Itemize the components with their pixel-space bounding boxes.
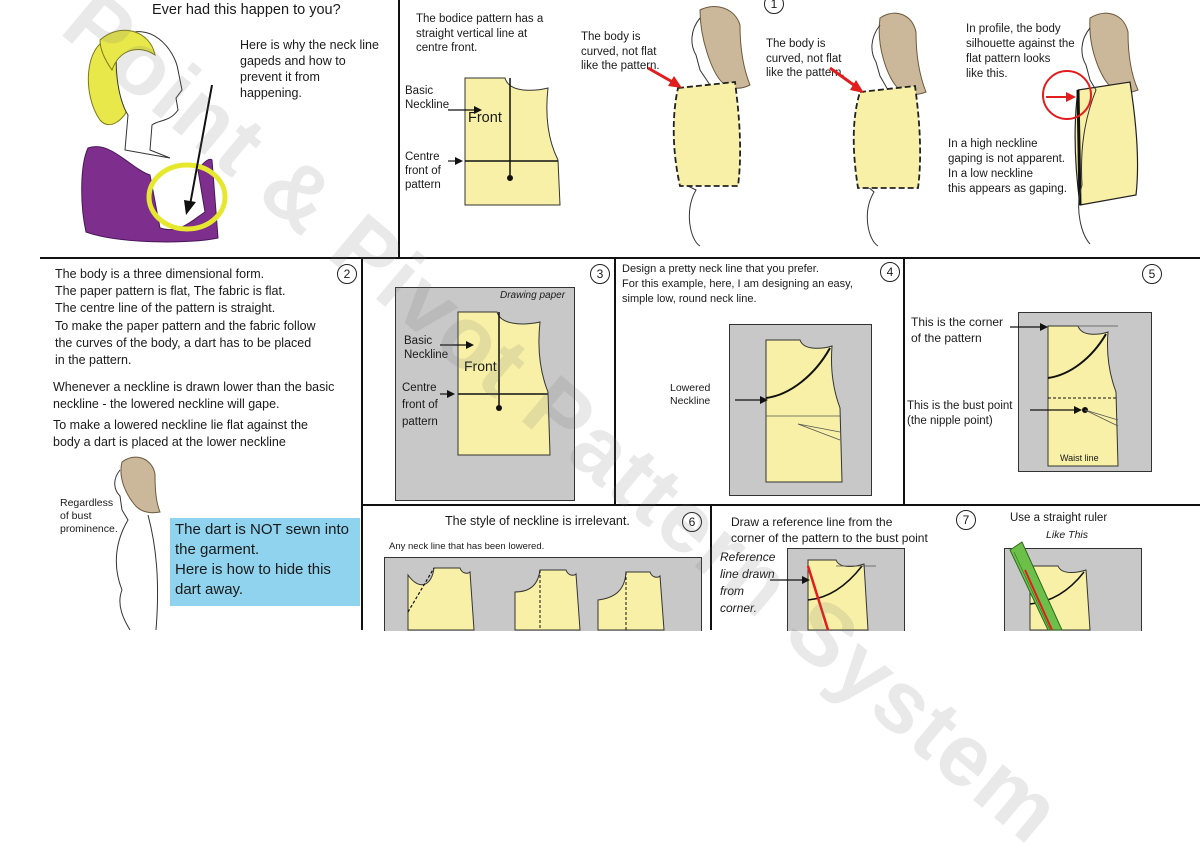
woman-gaping-neckline-illustration: [81, 29, 228, 243]
step-1-number: 1: [764, 0, 784, 14]
woman-profile-small: [114, 456, 161, 631]
panel-6-title: The style of neckline is irrelevant.: [445, 514, 630, 528]
ruler-label: Use a straight ruler: [1010, 512, 1108, 524]
divider-v-4-5: [903, 257, 905, 505]
panel-4-text: Design a pretty neck line that you prefe…: [622, 263, 853, 305]
panel-6-neckline-variants: [407, 567, 665, 631]
panel-6-subtitle: Any neck line that has been lowered.: [389, 541, 545, 552]
bust-point-label: This is the bust point(the nipple point): [907, 400, 1013, 427]
step-6-number: 6: [682, 512, 702, 532]
step-4-number: 4: [880, 262, 900, 282]
step-2-number: 2: [337, 264, 357, 284]
step-7-number: 7: [956, 510, 976, 530]
waist-line-label: Waist line: [1060, 453, 1099, 463]
divider-v-top: [398, 0, 400, 258]
drawing-paper-label: Drawing paper: [500, 290, 566, 301]
like-this-label: Like This: [1046, 529, 1089, 541]
panel-3-pattern: [440, 311, 551, 456]
divider-h-lower: [361, 504, 1200, 506]
divider-v-6-7: [710, 504, 712, 630]
divider-v-3-4: [614, 257, 616, 505]
panel-2-dart-note: To make a lowered neckline lie flat agai…: [53, 418, 309, 449]
panel-3-front: Front: [464, 358, 497, 374]
bodice-pattern: [448, 77, 561, 206]
divider-h-middle: [40, 257, 1200, 259]
panel-2-explanation: The body is a three dimensional form.The…: [55, 267, 316, 368]
intro-question: Ever had this happen to you?: [152, 2, 341, 18]
panel-5-pattern: [1010, 323, 1119, 467]
profile-silhouette: [1042, 12, 1139, 245]
bodice-front-label: Front: [468, 110, 502, 126]
step-5-number: 5: [1142, 264, 1162, 284]
body-profile-b: [829, 12, 927, 247]
panel-7-pattern: [770, 559, 876, 631]
panel-2-lowered-note: Whenever a neckline is drawn lower than …: [53, 380, 335, 411]
body-profile-a: [647, 6, 751, 247]
panel-4-pattern: [735, 339, 843, 483]
step-3-number: 3: [590, 264, 610, 284]
divider-v-2-3: [361, 257, 363, 630]
ruler-demo: [1009, 541, 1091, 631]
